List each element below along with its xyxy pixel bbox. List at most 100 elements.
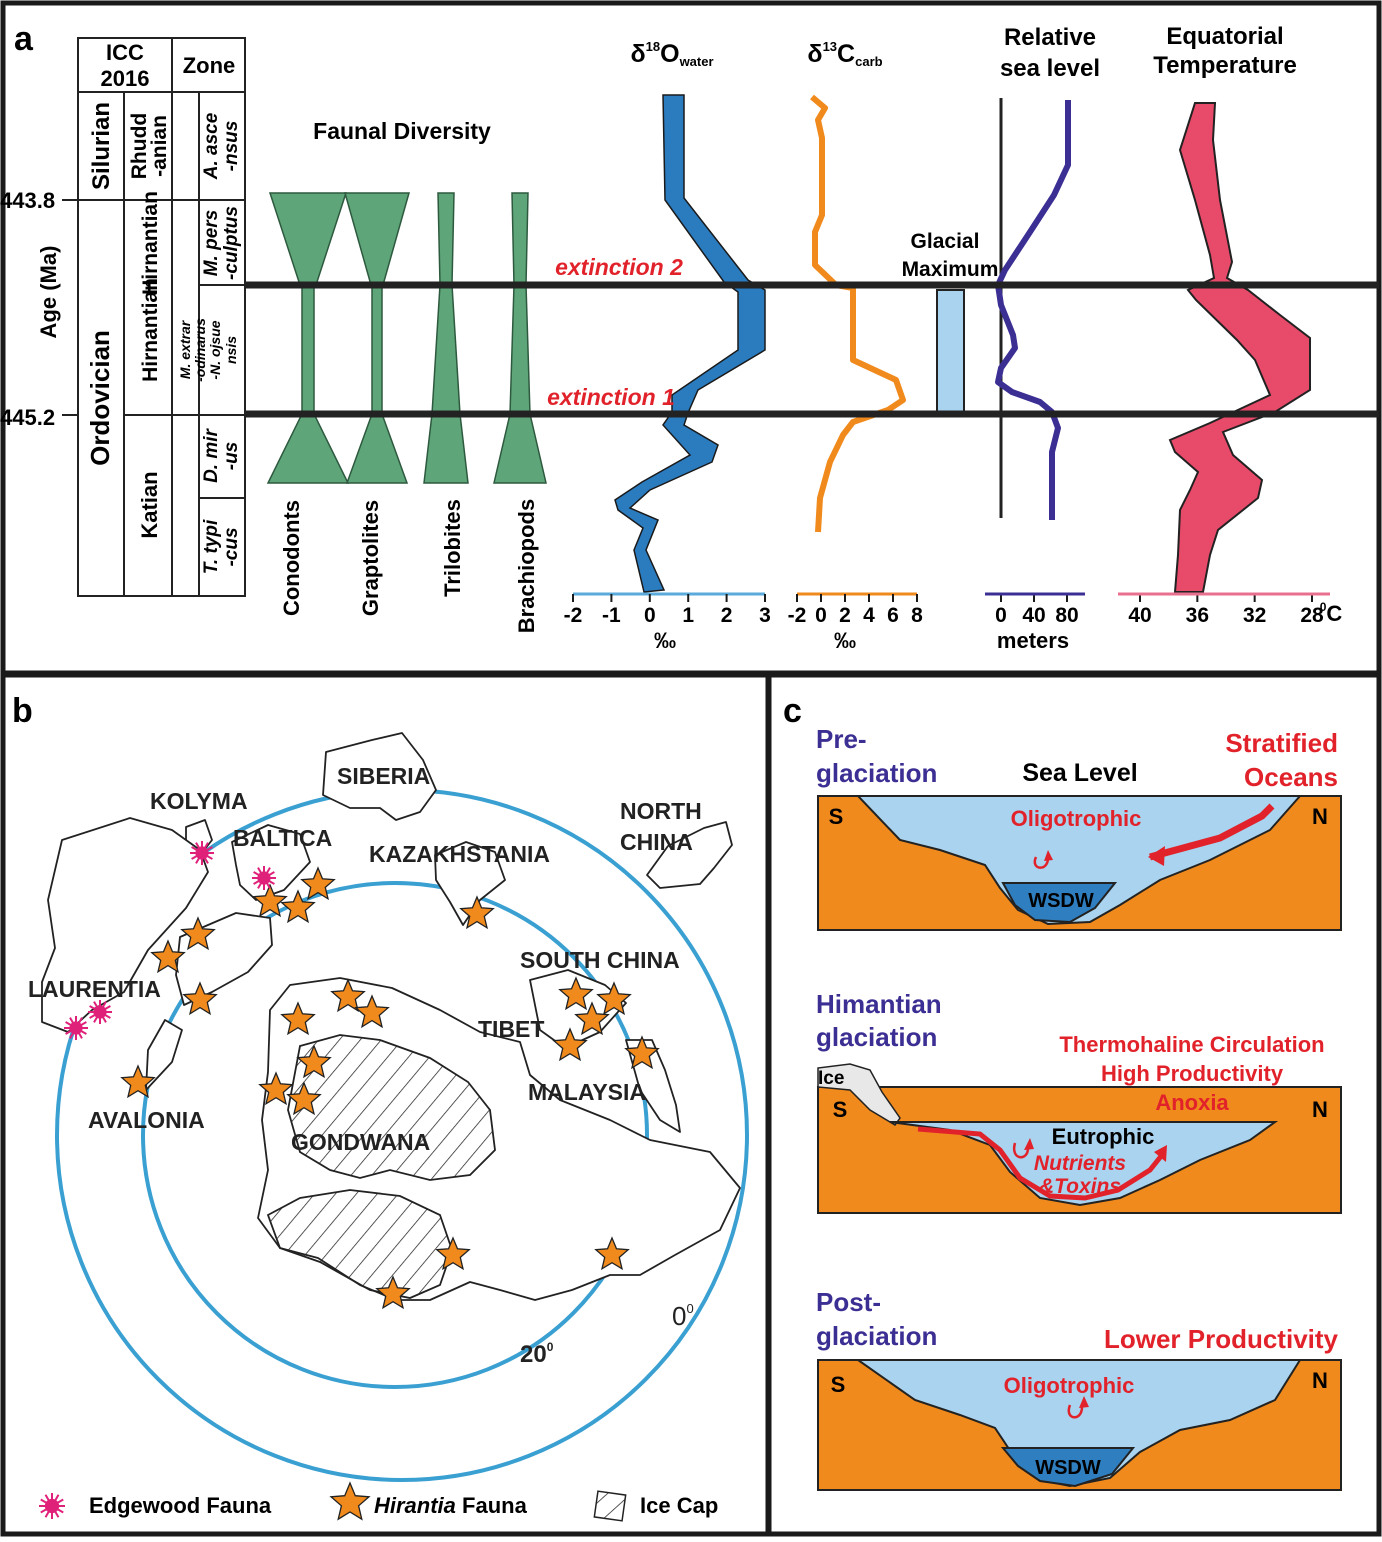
stage-katian: Katian xyxy=(137,471,162,538)
hirantia-star xyxy=(280,1001,316,1036)
temperature-tick-label: 40 xyxy=(1128,604,1151,627)
hirantia-star xyxy=(459,895,495,930)
legend-ice-cap: Ice Cap xyxy=(640,1493,718,1518)
pre-title-2: glaciation xyxy=(816,758,937,788)
icc-label: ICC xyxy=(106,40,144,65)
panel-b-letter: b xyxy=(12,692,33,730)
temperature-tick-label: 28 xyxy=(1300,604,1324,627)
d13c-unit: ‰ xyxy=(834,628,856,653)
post-s: S xyxy=(831,1372,846,1397)
post-water: Oligotrophic xyxy=(1004,1373,1135,1398)
hirantia-star xyxy=(180,916,216,951)
zone-asce-2: -nsus xyxy=(221,121,242,172)
sea-level-tick-label: 80 xyxy=(1055,604,1078,627)
fauna-label-trilobites: Trilobites xyxy=(440,499,465,597)
sea-level-tick-label: 40 xyxy=(1022,604,1045,627)
temperature-title-1: Equatorial xyxy=(1166,23,1283,50)
hirantia-star xyxy=(375,1275,411,1310)
label-avalonia: AVALONIA xyxy=(88,1107,205,1133)
hirantia-star xyxy=(624,1035,660,1070)
edgewood-markers xyxy=(64,841,276,1040)
post-glaciation: Post- glaciation Lower Productivity Olig… xyxy=(816,1287,1342,1491)
hirantia-star xyxy=(330,978,366,1013)
him-s: S xyxy=(833,1097,848,1122)
zone-extra-4: nsis xyxy=(223,336,239,364)
label-baltica: BALTICA xyxy=(233,825,332,851)
age-tick-443: 443.8 xyxy=(0,188,55,213)
system-ordovician: Ordovician xyxy=(85,330,115,466)
fauna-shape-brachiopods xyxy=(493,192,547,484)
ice-cap xyxy=(266,1034,496,1299)
panel-c-letter: c xyxy=(783,692,802,730)
zone-extra-1: M. extrar xyxy=(177,319,193,379)
hirantia-star xyxy=(354,994,390,1029)
continent-north-china xyxy=(646,821,733,889)
stage-hirnantian-lower: Hirnantian xyxy=(139,278,162,382)
label-north-china-2: CHINA xyxy=(620,829,693,855)
continent-south-china xyxy=(529,969,627,1049)
legend-hirantia: Hirantia Fauna xyxy=(374,1493,528,1518)
d18o-tick-label: 1 xyxy=(682,604,694,627)
d13c-tick-label: 4 xyxy=(863,604,875,627)
ice-cap-legend-icon xyxy=(593,1490,627,1522)
post-title-1: Post- xyxy=(816,1287,881,1317)
pre-glaciation: Pre- glaciation Sea Level Stratified Oce… xyxy=(816,724,1342,931)
hirantia-star xyxy=(594,1236,630,1271)
latitude-label-0: 00 xyxy=(672,1301,694,1331)
label-kolyma: KOLYMA xyxy=(150,788,248,814)
him-ice: Ice xyxy=(818,1068,844,1089)
extinction-1-label: extinction 1 xyxy=(547,384,675,410)
d18o-tick-label: 0 xyxy=(644,604,656,627)
legend-edgewood: Edgewood Fauna xyxy=(89,1493,272,1518)
age-tick-445: 445.2 xyxy=(0,405,55,430)
system-silurian: Silurian xyxy=(88,102,115,190)
panel-c: c Pre- glaciation Sea Level Stratified O… xyxy=(766,672,1382,1537)
pre-sea-level: Sea Level xyxy=(1022,759,1137,787)
hirantia-star xyxy=(552,1027,588,1062)
post-title-2: glaciation xyxy=(816,1321,937,1351)
hirantia-legend-icon xyxy=(329,1481,371,1521)
continent-siberia xyxy=(322,732,437,821)
extinction-2-label: extinction 2 xyxy=(555,254,683,280)
zone-header: Zone xyxy=(183,53,236,78)
zone-typi-2: -cus xyxy=(221,527,242,566)
glacial-maximum-label-1: Glacial xyxy=(911,230,980,253)
temperature-tick-label: 36 xyxy=(1186,604,1209,627)
zone-mir-2: -us xyxy=(221,442,242,471)
label-gondwana: GONDWANA xyxy=(291,1129,430,1155)
hirantia-star xyxy=(182,981,218,1016)
d18o-unit: ‰ xyxy=(654,628,676,653)
d13c-tick-label: 8 xyxy=(911,604,923,627)
edgewood-legend-icon xyxy=(39,1493,65,1519)
hirantia-star xyxy=(120,1064,156,1099)
zone-pers-1: M. pers xyxy=(201,210,222,277)
d13c-tick-label: 2 xyxy=(839,604,851,627)
continent-baltica xyxy=(231,824,311,901)
continent-laurentia xyxy=(41,817,209,1033)
stratigraphic-table xyxy=(77,37,246,597)
edgewood-marker xyxy=(257,871,271,885)
edgewood-marker xyxy=(93,1005,107,1019)
pre-deep: WSDW xyxy=(1028,890,1094,912)
hirantia-star xyxy=(150,939,186,974)
latitude-circle-20 xyxy=(141,881,649,1389)
map-legend: Edgewood Fauna Hirantia Fauna Ice Cap xyxy=(39,1481,718,1522)
glacial-maximum-label-2: Maximum xyxy=(902,258,999,281)
sea-level-title-1: Relative xyxy=(1004,24,1096,51)
edgewood-marker xyxy=(44,1498,60,1514)
stage-rhudd-1: Rhudd xyxy=(128,113,151,179)
hirantia-legend-star xyxy=(329,1481,371,1521)
fauna-label-graptolites: Graptolites xyxy=(358,500,383,616)
latitude-label-20: 200 xyxy=(520,1340,554,1368)
him-right-1: Thermohaline Circulation xyxy=(1059,1032,1324,1057)
d13c-curve xyxy=(810,94,906,533)
post-right: Lower Productivity xyxy=(1104,1324,1339,1354)
hirantia-star xyxy=(296,1044,332,1079)
d18o-curve xyxy=(614,94,766,593)
him-n: N xyxy=(1312,1097,1328,1122)
label-kazakhstania: KAZAKHSTANIA xyxy=(369,841,550,867)
d18o-tick-label: 3 xyxy=(759,604,771,627)
d13c-tick-label: 0 xyxy=(815,604,827,627)
